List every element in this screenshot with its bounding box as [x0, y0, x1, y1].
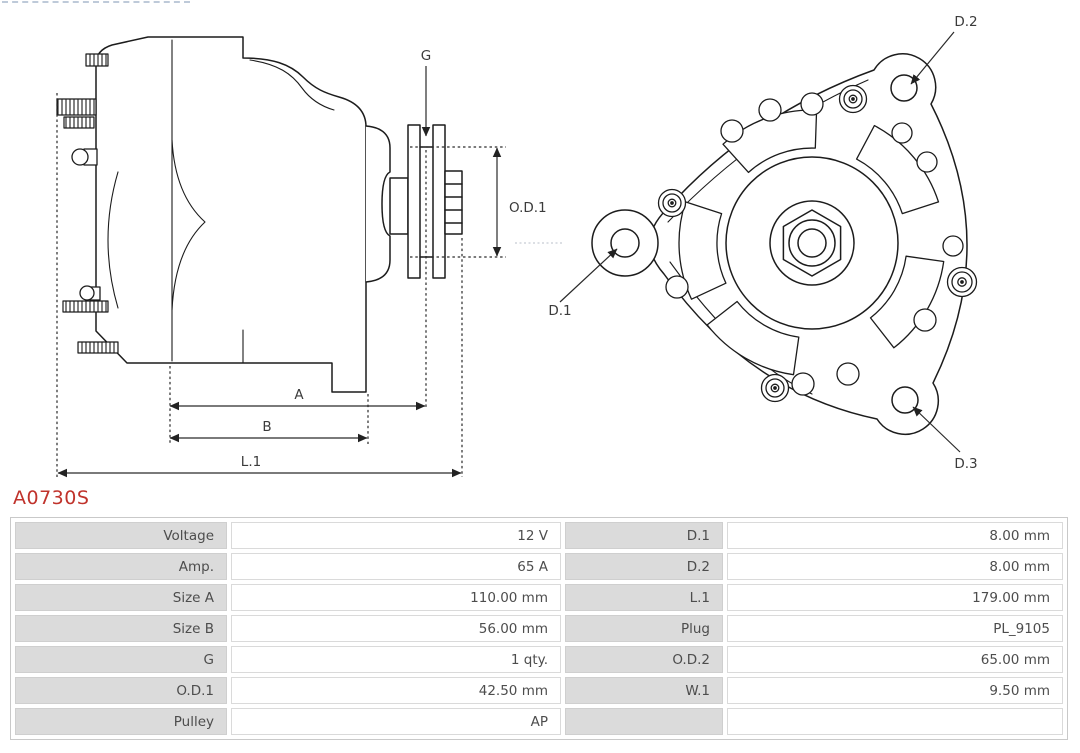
table-row: G 1 qty. O.D.2 65.00 mm: [15, 646, 1063, 673]
spec-label-cell: [565, 708, 723, 735]
spec-value-cell: 9.50 mm: [727, 677, 1063, 704]
spec-label-cell: Pulley: [15, 708, 227, 735]
spec-label-cell: L.1: [565, 584, 723, 611]
label-l1: L.1: [241, 454, 261, 470]
spec-value-cell: AP: [231, 708, 561, 735]
terminal-lugs: [71, 148, 101, 301]
spec-value-cell: 1 qty.: [231, 646, 561, 673]
spec-value-cell: 179.00 mm: [727, 584, 1063, 611]
label-d3: D.3: [954, 456, 977, 472]
mounting-hole-d3: [891, 386, 919, 414]
spec-value-cell: [727, 708, 1063, 735]
shaft-center: [725, 156, 899, 330]
spec-label-cell: Amp.: [15, 553, 227, 580]
leader-d3: [912, 406, 961, 453]
table-row: Size B 56.00 mm Plug PL_9105: [15, 615, 1063, 642]
side-view: [56, 36, 463, 393]
table-row: Amp. 65 A D.2 8.00 mm: [15, 553, 1063, 580]
spec-label-cell: O.D.1: [15, 677, 227, 704]
spec-value-cell: 65.00 mm: [727, 646, 1063, 673]
leader-d2: [910, 31, 955, 85]
bolt: [946, 266, 978, 298]
table-row: O.D.1 42.50 mm W.1 9.50 mm: [15, 677, 1063, 704]
bolt: [760, 373, 790, 403]
mounting-hole-d2: [890, 74, 918, 102]
spec-value-cell: 65 A: [231, 553, 561, 580]
vent-slots: [678, 109, 945, 376]
bearing-cap: [365, 125, 391, 283]
spec-value-cell: 8.00 mm: [727, 553, 1063, 580]
spec-value-cell: 110.00 mm: [231, 584, 561, 611]
spec-label-cell: Voltage: [15, 522, 227, 549]
spec-label-cell: Size A: [15, 584, 227, 611]
through-bolts: [657, 84, 978, 403]
bolt: [838, 84, 868, 114]
spec-value-cell: 42.50 mm: [231, 677, 561, 704]
pulley: [407, 124, 446, 279]
rear-view-leaders: [559, 31, 961, 453]
part-number: A0730S: [13, 487, 90, 509]
threaded-studs: [56, 53, 119, 354]
side-view-labels: G O.D.1 A B L.1: [241, 48, 547, 470]
label-od1: O.D.1: [509, 200, 547, 216]
spec-label-cell: O.D.2: [565, 646, 723, 673]
table-row: Size A 110.00 mm L.1 179.00 mm: [15, 584, 1063, 611]
spec-value-cell: PL_9105: [727, 615, 1063, 642]
label-b: B: [262, 419, 271, 435]
label-d1: D.1: [548, 303, 571, 319]
shaft-end: [444, 170, 463, 235]
rear-view-labels: D.2 D.1 D.3: [548, 14, 977, 472]
spec-label-cell: D.1: [565, 522, 723, 549]
label-d2: D.2: [954, 14, 977, 30]
bolt: [657, 188, 687, 218]
leader-d1: [559, 248, 618, 303]
rear-view: [591, 53, 978, 436]
alternator-body-outline: [95, 36, 367, 393]
watermark-remnant: [2, 1, 190, 3]
spec-label-cell: Plug: [565, 615, 723, 642]
spec-value-cell: 12 V: [231, 522, 561, 549]
spec-label-cell: Size B: [15, 615, 227, 642]
technical-diagram: G O.D.1 A B L.1: [56, 14, 978, 478]
table-row: Voltage 12 V D.1 8.00 mm: [15, 522, 1063, 549]
spec-label-cell: D.2: [565, 553, 723, 580]
spec-value-cell: 56.00 mm: [231, 615, 561, 642]
side-view-dimensions: [56, 66, 562, 478]
pulley-hub: [389, 177, 409, 235]
label-g: G: [421, 48, 431, 64]
spec-label-cell: G: [15, 646, 227, 673]
label-a: A: [294, 387, 304, 403]
mounting-ear-d1: [591, 209, 659, 277]
spec-table: Voltage 12 V D.1 8.00 mm Amp. 65 A D.2 8…: [10, 517, 1068, 740]
spec-label-cell: W.1: [565, 677, 723, 704]
spec-value-cell: 8.00 mm: [727, 522, 1063, 549]
table-row: Pulley AP: [15, 708, 1063, 735]
vent-holes: [665, 92, 964, 396]
